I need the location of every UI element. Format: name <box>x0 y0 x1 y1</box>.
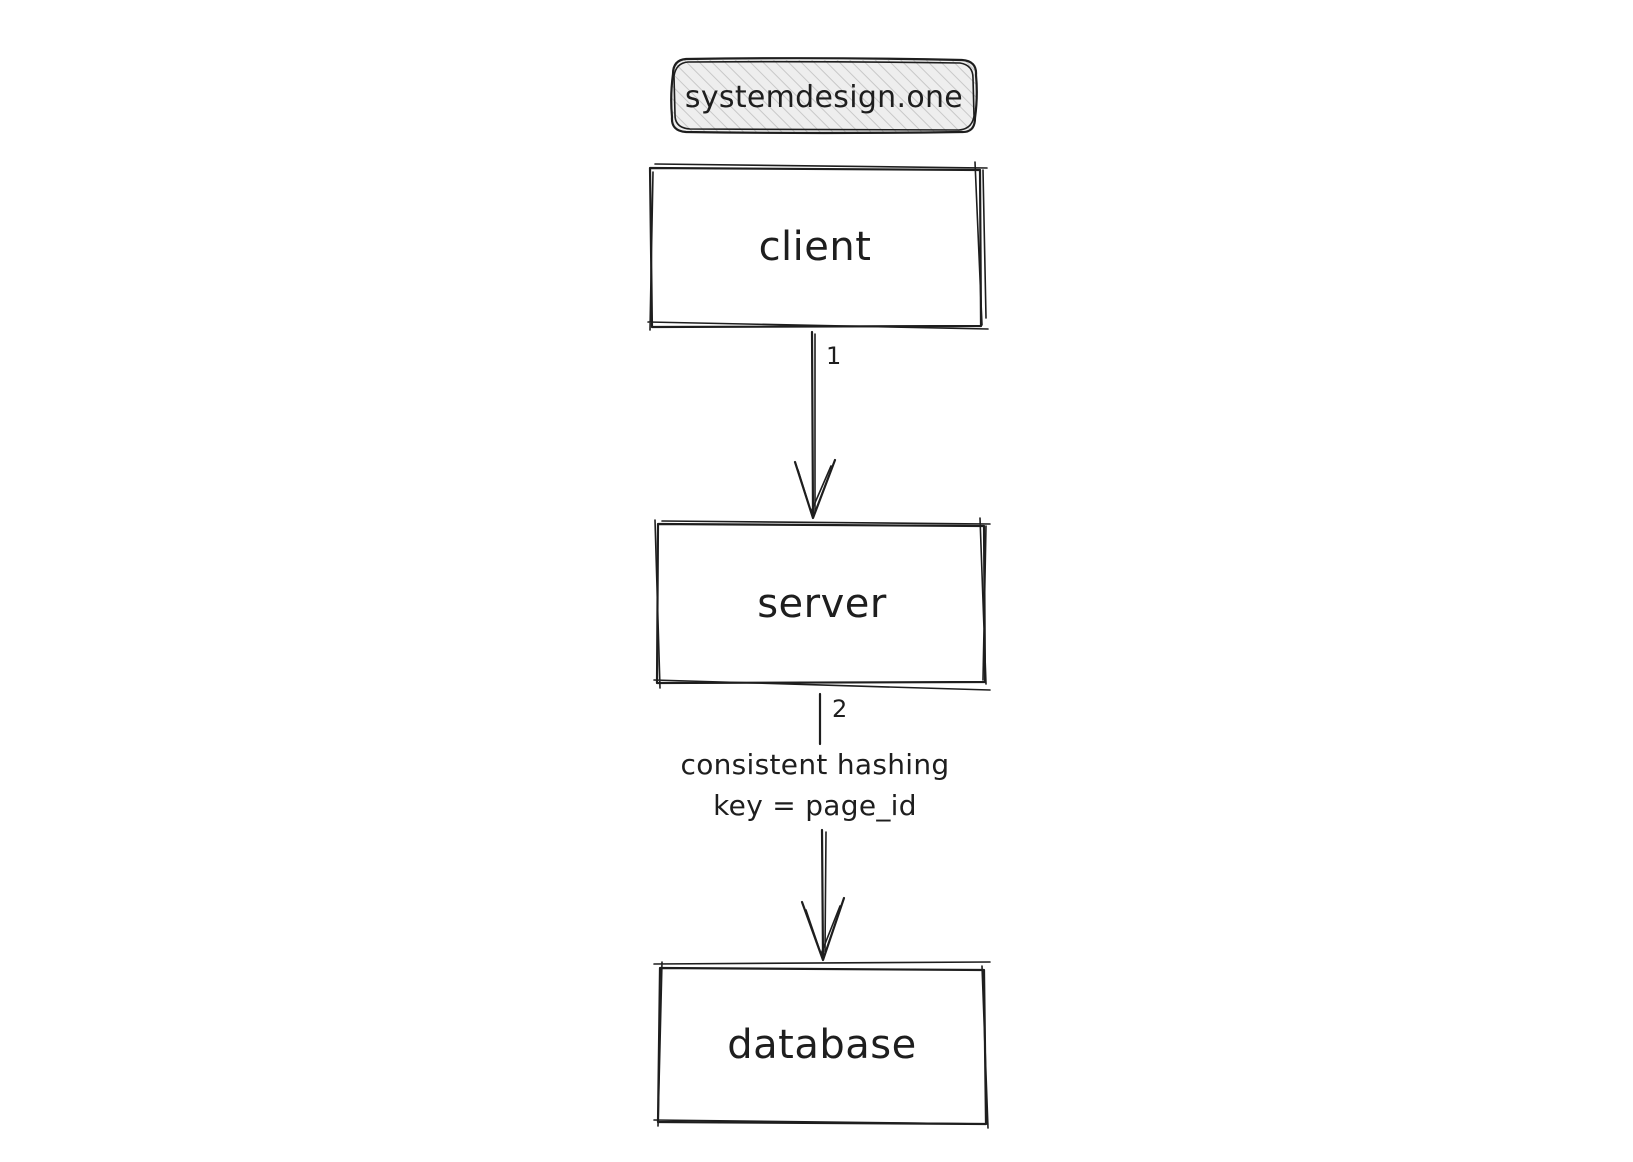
node-server: server <box>653 517 991 691</box>
site-badge-label: systemdesign.one <box>685 80 963 115</box>
node-client: client <box>647 161 989 331</box>
node-server-label: server <box>757 581 887 627</box>
edge-label-line2: key = page_id <box>713 789 917 822</box>
edge-client-server: 1 <box>793 330 841 520</box>
edge-client-server-step: 1 <box>826 342 841 370</box>
edge-server-database-step: 2 <box>832 695 847 723</box>
edge-server-database: 2 consistent hashing key = page_id <box>681 692 950 962</box>
edge-label-line1: consistent hashing <box>681 748 950 781</box>
node-database-label: database <box>727 1022 916 1068</box>
site-badge: systemdesign.one <box>670 57 978 135</box>
node-database: database <box>653 961 991 1129</box>
node-client-label: client <box>759 224 872 270</box>
